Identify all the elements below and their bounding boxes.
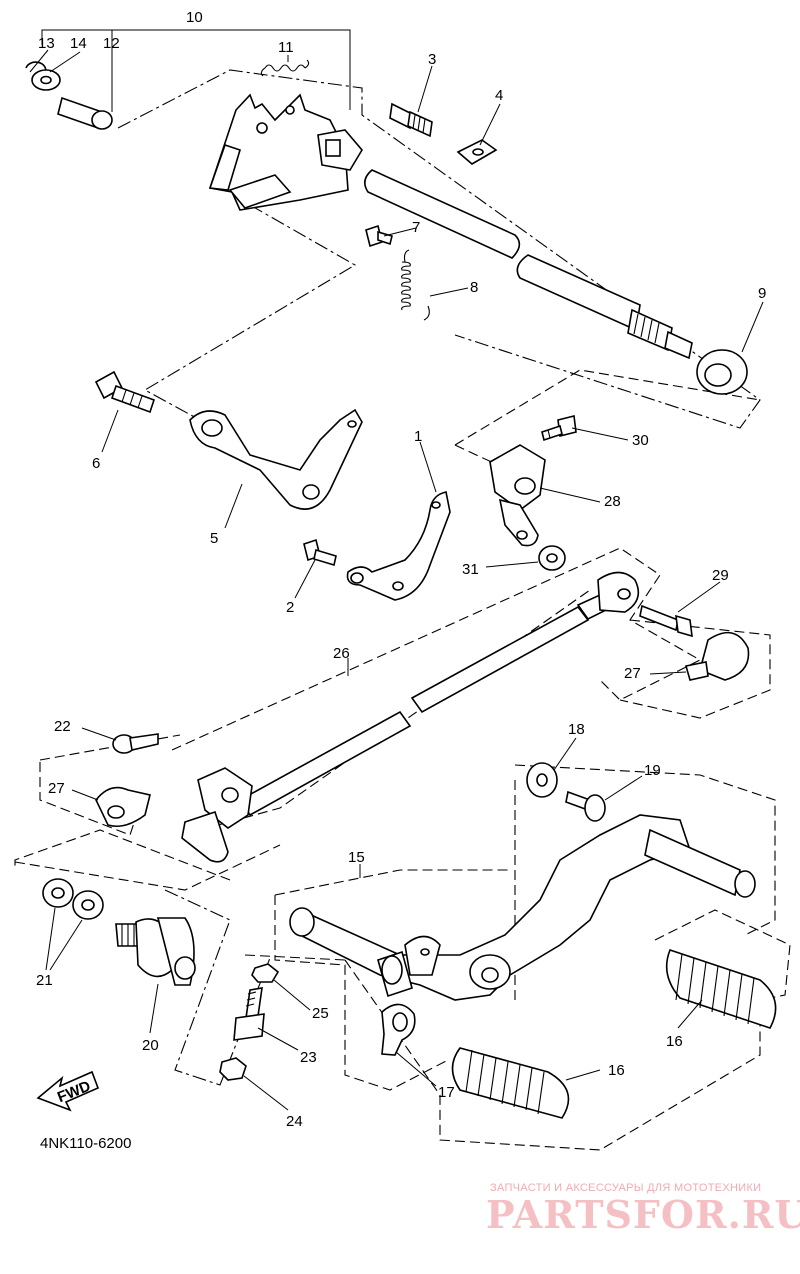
shift-shaft — [364, 169, 693, 360]
shift-arm-assembly — [208, 93, 363, 211]
callout-25: 25 — [312, 1005, 329, 1022]
nut-icon — [251, 963, 280, 983]
callout-27-right: 27 — [624, 665, 641, 682]
callout-28: 28 — [604, 493, 621, 510]
shift-lever-clamp — [489, 444, 546, 547]
callout-10: 10 — [186, 9, 203, 26]
watermark-subtitle: ЗАПЧАСТИ И АКСЕССУАРЫ ДЛЯ МОТОТЕХНИКИ — [490, 1182, 761, 1194]
callout-23: 23 — [300, 1049, 317, 1066]
washer-icon — [42, 878, 74, 908]
washer-icon — [72, 890, 104, 920]
callout-11: 11 — [278, 39, 294, 56]
callout-7: 7 — [412, 219, 420, 236]
shift-pedal — [289, 814, 756, 1001]
bolt-icon — [565, 790, 606, 822]
return-spring-icon — [401, 249, 430, 321]
bolt-icon — [541, 415, 577, 442]
diagram-code: 4NK110-6200 — [40, 1135, 131, 1152]
callout-6: 6 — [92, 455, 100, 472]
callout-29: 29 — [712, 567, 729, 584]
fwd-arrow-icon: FWD — [36, 1070, 100, 1112]
callout-12: 12 — [103, 35, 120, 52]
callout-19: 19 — [644, 762, 661, 779]
callout-1: 1 — [414, 428, 422, 445]
callout-16-bottom: 16 — [608, 1062, 625, 1079]
callout-labels: 10 13 14 12 11 3 4 7 8 9 6 5 1 30 28 2 3… — [36, 9, 766, 1130]
leader-lines — [29, 49, 764, 1111]
callout-22: 22 — [54, 718, 71, 735]
rod-end-icon — [684, 631, 750, 681]
callout-3: 3 — [428, 51, 436, 68]
collar-icon — [57, 96, 113, 130]
callout-4: 4 — [495, 87, 503, 104]
callout-13: 13 — [38, 35, 55, 52]
callout-17: 17 — [438, 1084, 455, 1101]
nut-icon — [219, 1057, 247, 1081]
callout-27-left: 27 — [48, 780, 65, 797]
screw-icon — [303, 538, 337, 567]
callout-5: 5 — [210, 530, 218, 547]
callout-24: 24 — [286, 1113, 303, 1130]
callout-18: 18 — [568, 721, 585, 738]
callout-20: 20 — [142, 1037, 159, 1054]
clip-icon — [456, 139, 498, 165]
callout-16-right: 16 — [666, 1033, 683, 1050]
group-boundaries — [14, 29, 791, 1151]
pedal-rubber-icon — [665, 949, 777, 1029]
rod-end-clamp — [181, 767, 253, 863]
pedal-rubber-icon — [451, 1047, 570, 1119]
washer-icon — [31, 69, 61, 91]
callout-8: 8 — [470, 279, 478, 296]
callout-21: 21 — [36, 972, 53, 989]
bracket-plate — [189, 408, 363, 510]
bolt-icon — [112, 733, 159, 754]
callout-26: 26 — [333, 645, 350, 662]
callout-30: 30 — [632, 432, 649, 449]
pin-icon — [365, 224, 393, 248]
washer-icon — [538, 545, 566, 571]
callout-15: 15 — [348, 849, 365, 866]
bolt-icon — [389, 102, 433, 138]
ball-joint-icon — [115, 917, 196, 986]
watermark: ЗАПЧАСТИ И АКСЕССУАРЫ ДЛЯ МОТОТЕХНИКИ PA… — [486, 1182, 800, 1237]
spring-icon — [260, 59, 310, 77]
oil-seal-icon — [696, 349, 748, 395]
washer-icon — [526, 762, 558, 798]
rod-end-icon — [95, 786, 151, 828]
shift-rod — [238, 571, 640, 817]
rod-joint-icon — [381, 1003, 416, 1056]
bolt-icon — [233, 987, 265, 1041]
callout-14: 14 — [70, 35, 87, 52]
bracket-icon — [346, 491, 451, 601]
callout-2: 2 — [286, 599, 294, 616]
flange-bolt-icon — [94, 370, 156, 414]
watermark-logo: PARTSFOR.RU — [486, 1192, 800, 1237]
callout-31: 31 — [462, 561, 479, 578]
bolt-icon — [639, 604, 693, 638]
callout-9: 9 — [758, 285, 766, 302]
